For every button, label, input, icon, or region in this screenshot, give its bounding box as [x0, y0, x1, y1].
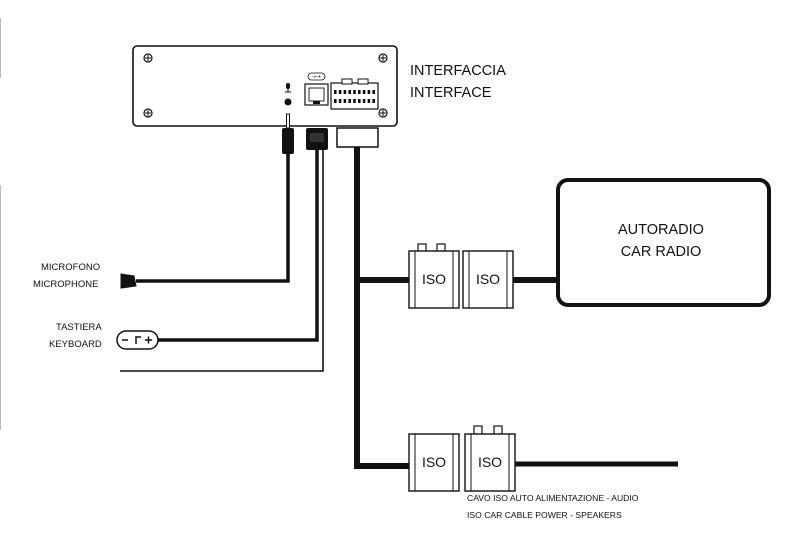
interface-box: -⌐+	[132, 45, 398, 127]
screw-icon	[378, 53, 388, 63]
microphone-cable	[136, 154, 290, 283]
microphone-jack-plug	[282, 113, 294, 154]
socket-pin	[348, 99, 351, 103]
iso-connector-upper-left: ISO	[408, 243, 460, 309]
iso-connector-lower-right: ISO	[464, 425, 516, 492]
screw-icon	[143, 108, 153, 118]
auxiliary-wire	[120, 150, 324, 372]
keyboard-label-it: TASTIERA	[56, 322, 102, 333]
socket-pin	[338, 99, 342, 103]
microphone-jack-port	[284, 98, 292, 106]
screw-icon	[143, 53, 153, 63]
keyboard-rj-port	[304, 83, 329, 106]
socket-pin	[348, 90, 351, 94]
socket-pin	[334, 99, 337, 103]
iso-connector-upper-right: ISO	[462, 250, 514, 309]
iso-label: ISO	[476, 271, 500, 287]
microphone-device	[120, 273, 137, 289]
socket-pin	[367, 90, 371, 94]
socket-pin	[362, 90, 366, 94]
car-radio-label-en: CAR RADIO	[621, 244, 702, 260]
keyboard-device	[116, 330, 159, 350]
microphone-label-en: MICROPHONE	[33, 279, 98, 290]
keyboard-rj-plug	[306, 128, 328, 150]
socket-pin	[367, 99, 371, 103]
keyboard-port-glyph: -⌐+	[312, 75, 322, 81]
socket-pin	[372, 99, 375, 103]
cables	[120, 147, 678, 469]
socket-pin	[343, 90, 347, 94]
iso-harness-plug	[336, 127, 379, 148]
socket-pin	[358, 99, 361, 103]
socket-pin	[358, 90, 361, 94]
interface-iso-socket	[330, 78, 379, 110]
keyboard-label-en: KEYBOARD	[49, 339, 102, 350]
microphone-label-it: MICROFONO	[41, 262, 100, 273]
socket-pin	[353, 99, 356, 103]
iso-label: ISO	[422, 454, 446, 470]
microphone-icon	[285, 83, 291, 93]
socket-pin	[372, 90, 375, 94]
keyboard-cable	[158, 150, 319, 342]
keyboard-port-icon: -⌐+	[307, 72, 326, 81]
interface-label-en: INTERFACE	[410, 85, 492, 101]
iso-cable-label-en: ISO CAR CABLE POWER - SPEAKERS	[467, 510, 622, 520]
car-radio-box: AUTORADIO CAR RADIO	[556, 178, 771, 307]
socket-pin	[343, 99, 347, 103]
screw-icon	[378, 108, 388, 118]
iso-label: ISO	[478, 454, 502, 470]
socket-pin	[338, 90, 342, 94]
iso-connector-lower-left: ISO	[408, 433, 460, 492]
iso-cable-label-it: CAVO ISO AUTO ALIMENTAZIONE - AUDIO	[467, 493, 639, 503]
socket-pin	[362, 99, 366, 103]
socket-pin	[353, 90, 356, 94]
interface-label-it: INTERFACCIA	[410, 63, 506, 79]
socket-pin	[334, 90, 337, 94]
iso-label: ISO	[422, 271, 446, 287]
car-radio-label-it: AUTORADIO	[618, 222, 704, 238]
iso-harness-cable	[354, 147, 412, 469]
